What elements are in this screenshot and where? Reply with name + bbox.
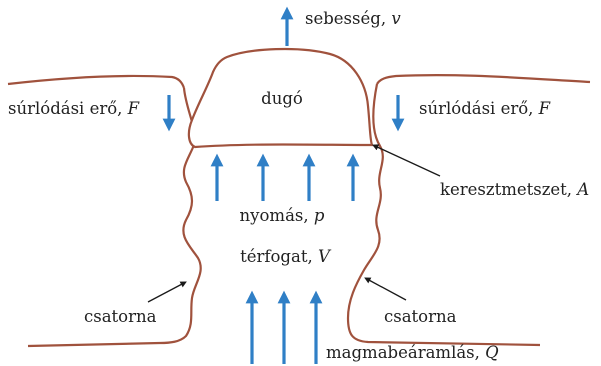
conduit-label-right: csatorna — [384, 307, 457, 326]
volume-label: térfogat, V — [240, 247, 332, 266]
pressure-label: nyomás, p — [240, 206, 325, 225]
ground-surface-left — [7, 74, 186, 89]
friction-label-left: súrlódási erő, F — [8, 99, 140, 118]
cross-section-pointer — [372, 144, 441, 177]
conduit-wall-right — [346, 83, 541, 347]
friction-label-right: súrlódási erő, F — [419, 99, 551, 118]
conduit-wall-left — [27, 87, 202, 348]
conduit-left-pointer — [147, 281, 187, 303]
plug-label: dugó — [261, 89, 303, 108]
conduit-right-pointer — [364, 277, 407, 301]
plug-outline — [187, 47, 374, 149]
conduit-label-left: csatorna — [84, 307, 157, 326]
cross-section-label: keresztmetszet, A — [440, 180, 589, 199]
velocity-label: sebesség, v — [305, 9, 401, 28]
magma-inflow-label: magmabeáramlás, Q — [326, 343, 499, 362]
ground-surface-right — [376, 73, 591, 85]
